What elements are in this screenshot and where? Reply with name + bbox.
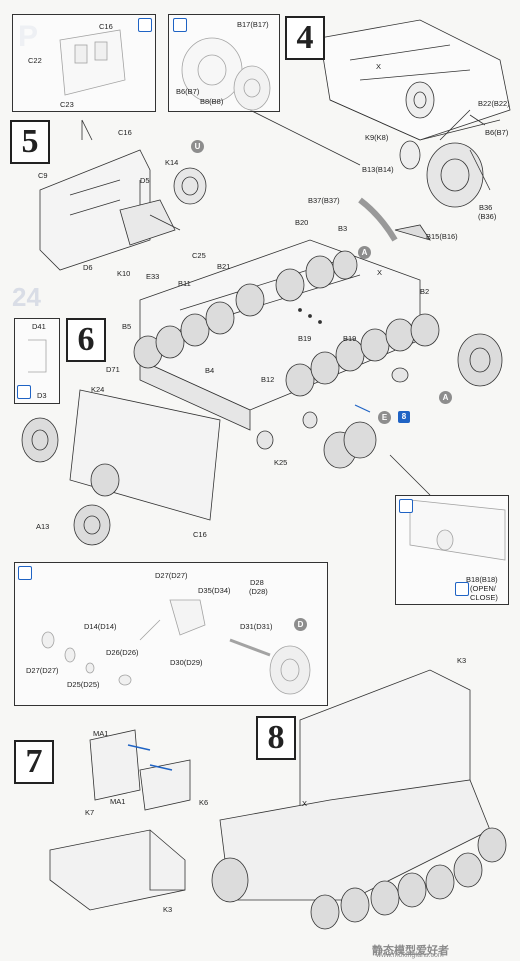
part-label: C23	[60, 100, 74, 109]
part-label: B3	[338, 224, 348, 233]
part-label: X	[302, 799, 308, 808]
part-label: C16	[193, 530, 207, 539]
cement-icon	[173, 18, 187, 32]
part-label: B17(B17)	[237, 20, 269, 29]
part-label: B2	[420, 287, 430, 296]
inset-box-c16	[12, 14, 156, 112]
part-label: B22(B22)	[478, 99, 510, 108]
part-label: D27(D27)	[26, 666, 59, 675]
step-reference-badge: 8	[398, 411, 410, 423]
part-label: C16	[118, 128, 132, 137]
part-label: B36	[479, 203, 493, 212]
part-label: K14	[165, 158, 179, 167]
watermark-text: 静态模型爱好者	[372, 945, 449, 957]
part-label: C16	[99, 22, 113, 31]
part-label: C25	[192, 251, 206, 260]
step-number: 4	[285, 16, 325, 60]
part-label: B21	[217, 262, 231, 271]
part-label: (B36)	[478, 212, 497, 221]
step-number: 7	[14, 740, 54, 784]
bg-step-number: 24	[12, 282, 41, 312]
step-number: 8	[256, 716, 296, 760]
inset-box-d41	[14, 318, 60, 404]
cement-icon	[399, 499, 413, 513]
part-label: D14(D14)	[84, 622, 117, 631]
part-label: D27(D27)	[155, 571, 188, 580]
part-label: B11	[178, 279, 191, 288]
part-label: D3	[37, 391, 47, 400]
part-label: D28	[250, 578, 264, 587]
part-label: B19	[343, 334, 357, 343]
part-letter-circle: E	[378, 411, 391, 424]
part-label: K7	[85, 808, 95, 817]
part-label: K24	[91, 385, 105, 394]
part-letter-circle: A	[358, 246, 371, 259]
part-label: B8(B8)	[200, 97, 224, 106]
part-label: D71	[106, 365, 120, 374]
part-label: E33	[146, 272, 160, 281]
part-label: C22	[28, 56, 42, 65]
part-label: B15(B16)	[426, 232, 458, 241]
part-label: D30(D29)	[170, 658, 203, 667]
part-label: D35(D34)	[198, 586, 231, 595]
part-label: D25(D25)	[67, 680, 100, 689]
part-label: K3	[457, 656, 467, 665]
part-label: K10	[117, 269, 131, 278]
cement-icon	[18, 566, 32, 580]
part-label: D41	[32, 322, 46, 331]
part-label: K25	[274, 458, 288, 467]
part-label: C9	[38, 171, 48, 180]
part-label: D31(D31)	[240, 622, 273, 631]
part-label: X	[376, 62, 382, 71]
step-number: 6	[66, 318, 106, 362]
part-letter-circle: D	[294, 618, 307, 631]
watermark-url: www.moxingfans.com	[376, 952, 444, 959]
part-label: B6(B7)	[176, 87, 200, 96]
part-label: (OPEN/	[470, 584, 496, 593]
part-label: (D28)	[249, 587, 268, 596]
part-label: K9(K8)	[365, 133, 389, 142]
part-label: CLOSE)	[470, 593, 498, 602]
cement-icon	[138, 18, 152, 32]
part-label: D5	[140, 176, 150, 185]
part-label: B4	[205, 366, 215, 375]
part-label: B12	[261, 375, 275, 384]
part-label: B18(B18)	[466, 575, 498, 584]
part-letter-circle: A	[439, 391, 452, 404]
part-label: B13(B14)	[362, 165, 394, 174]
part-label: B5	[122, 322, 132, 331]
inset-box-wheels	[14, 562, 328, 706]
part-label: K6	[199, 798, 209, 807]
part-label: B20	[295, 218, 309, 227]
step-number: 5	[10, 120, 50, 164]
part-label: D26(D26)	[106, 648, 139, 657]
part-label: D6	[83, 263, 93, 272]
part-label: B37(B37)	[308, 196, 340, 205]
part-label: A13	[36, 522, 50, 531]
part-label: B6(B7)	[485, 128, 509, 137]
inset-box-b18	[395, 495, 509, 605]
part-label: MA1	[110, 797, 126, 806]
part-label: K3	[163, 905, 173, 914]
cement-icon	[17, 385, 31, 399]
part-label: X	[377, 268, 383, 277]
movable-icon	[455, 582, 469, 596]
part-label: B19	[298, 334, 312, 343]
part-letter-circle: U	[191, 140, 204, 153]
part-label: MA1	[93, 729, 109, 738]
